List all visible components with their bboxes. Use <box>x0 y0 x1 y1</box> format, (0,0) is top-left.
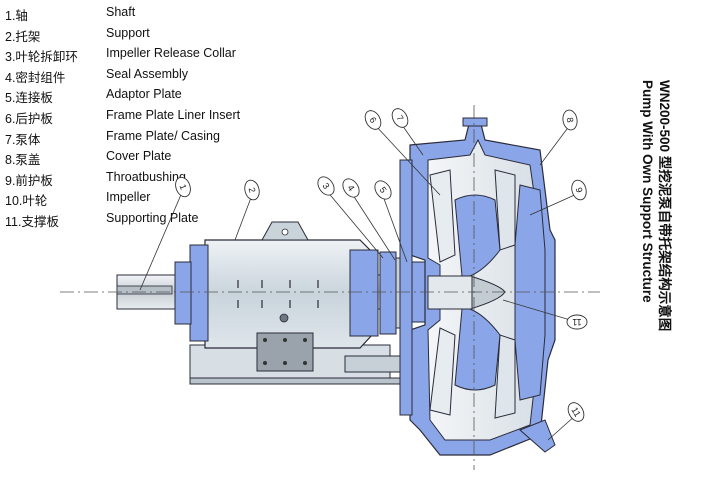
legend-part-english: Supporting Plate <box>106 211 199 225</box>
title-line-2: Pump With Own Support Structure <box>640 80 655 303</box>
supporting-plate <box>519 419 556 453</box>
legend-part-english: Cover Plate <box>106 149 172 164</box>
legend-part-english: Seal Assembly <box>106 66 188 81</box>
legend-part-chinese: 7.泵体 <box>5 132 41 147</box>
callout-number: 1 <box>177 183 188 191</box>
liners <box>429 169 516 419</box>
legend-part-chinese: 2.托架 <box>5 29 41 44</box>
legend-part-chinese: 4.密封组件 <box>5 70 66 85</box>
legend-part-chinese: 9.前护板 <box>5 173 53 188</box>
legend-part-english: Shaft <box>106 5 136 19</box>
parts-legend: 1.轴 Shaft 2.托架 Support 3.叶轮拆卸环 Impeller Relea… <box>0 0 300 230</box>
callout-6: 6 <box>364 110 382 130</box>
callout-number: 3 <box>320 181 331 191</box>
callout-3: 3 <box>317 176 335 196</box>
callout-9: 9 <box>571 179 587 201</box>
callout-number: 11 <box>569 405 582 418</box>
callout-5: 5 <box>374 180 392 200</box>
callout-number: 9 <box>574 186 585 193</box>
callout-1: 1 <box>175 176 191 198</box>
legend-part-chinese: 3.叶轮拆卸环 <box>5 50 78 65</box>
callout-number: 11 <box>572 317 581 327</box>
callout-number: 2 <box>247 186 258 193</box>
callout-bubble <box>342 178 360 198</box>
legend-part-english: Impeller <box>106 190 151 205</box>
callout-bubble <box>571 179 587 201</box>
legend-part-chinese: 8.泵盖 <box>5 153 41 168</box>
callout-bubble <box>364 110 382 130</box>
legend-part-english: Frame Plate Liner Insert <box>106 108 241 122</box>
callout-bubble <box>562 109 578 131</box>
legend-part-chinese: 5.连接板 <box>5 91 53 106</box>
callout-number: 8 <box>565 117 576 124</box>
legend-part-english: Adaptor Plate <box>106 87 182 102</box>
callout-7: 7 <box>391 108 409 128</box>
legend-part-english: Throatbushing <box>106 169 186 184</box>
impeller <box>427 194 506 391</box>
callout-11: 11 <box>567 402 585 422</box>
callout-bubbles: 1 2 3 4 5 6 7 8 9 11 11 <box>175 108 588 422</box>
callout-bubble <box>175 176 191 198</box>
title-line-1: WN200-500 型挖泥泵自带托架结构示意图 <box>657 80 672 332</box>
callout-bubble <box>317 176 335 196</box>
legend-part-chinese: 10.叶轮 <box>5 194 48 209</box>
callout-11: 11 <box>566 314 588 330</box>
callout-number: 4 <box>345 183 356 193</box>
callout-number: 6 <box>367 115 378 124</box>
discharge-flange <box>462 117 488 127</box>
legend-part-chinese: 6.后护板 <box>5 112 53 126</box>
callout-8: 8 <box>562 109 578 131</box>
callout-bubble <box>374 180 392 200</box>
legend-part-english: Support <box>106 25 150 40</box>
legend-part-english: Frame Plate/ Casing <box>106 128 220 143</box>
callout-bubble <box>567 402 585 422</box>
legend-part-chinese: 1.轴 <box>5 9 28 23</box>
callout-bubble <box>566 314 588 330</box>
bearing-support <box>174 221 379 372</box>
callout-number: 7 <box>394 113 405 122</box>
callout-number: 5 <box>377 185 388 195</box>
callout-4: 4 <box>342 178 360 198</box>
callout-bubble <box>244 179 260 201</box>
callout-2: 2 <box>244 179 260 201</box>
legend-part-english: Impeller Release Collar <box>106 46 236 61</box>
diagram-title: WN200-500 型挖泥泵自带托架结构示意图 Pump With Own Su… <box>633 80 673 332</box>
legend-part-chinese: 11.支撑板 <box>5 215 59 229</box>
callout-bubble <box>391 108 409 128</box>
